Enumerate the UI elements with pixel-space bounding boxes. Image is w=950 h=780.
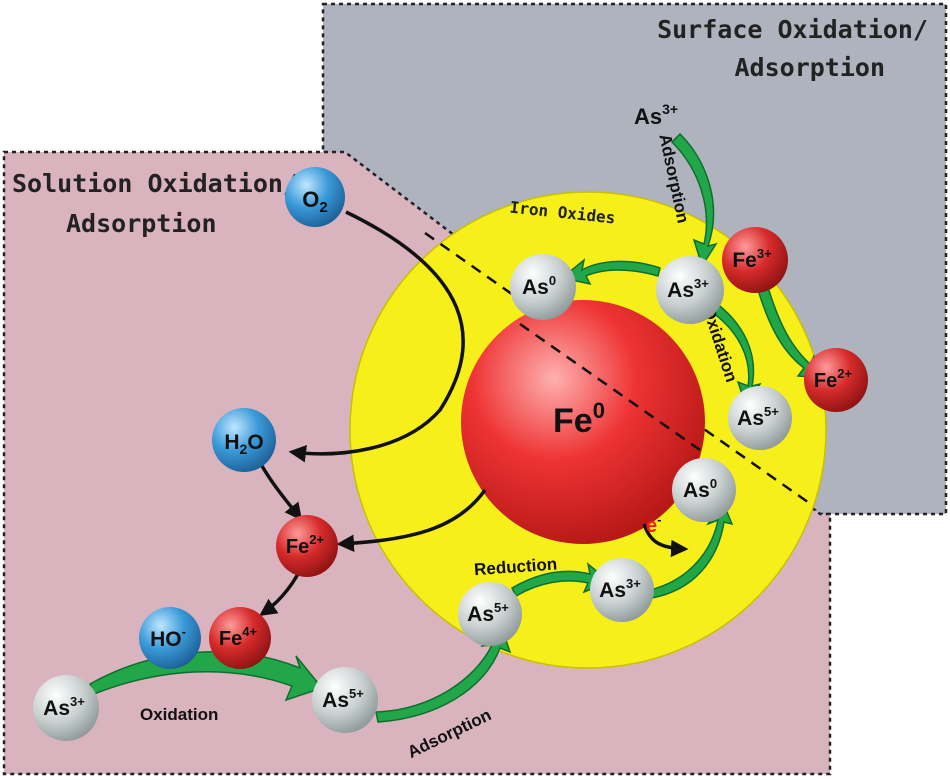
- svg-text:Fe2+: Fe2+: [286, 532, 325, 558]
- as3-solution-atom: As3+: [33, 675, 99, 741]
- svg-text:As0: As0: [522, 273, 556, 299]
- as5-surface-atom: As5+: [728, 386, 792, 450]
- h2o-atom: H2O: [212, 408, 276, 472]
- o2-to-h2o-arrow: [288, 210, 465, 463]
- as3-surface-atom: As3+: [656, 256, 724, 324]
- svg-text:HO-: HO-: [150, 624, 186, 651]
- svg-text:As3+: As3+: [667, 276, 709, 302]
- svg-text:As3+: As3+: [43, 694, 85, 720]
- solution-region-title-line2: Adsorption: [66, 209, 217, 238]
- surface-adsorption-arrow: [670, 132, 718, 268]
- as3-surface-top-atom: As3+: [634, 101, 678, 129]
- svg-text:As0: As0: [683, 476, 717, 502]
- fe2-surface-atom: Fe2+: [804, 348, 868, 412]
- svg-text:Fe3+: Fe3+: [732, 246, 772, 272]
- as3-reduced-atom: As3+: [590, 558, 654, 622]
- as0-surface-atom: As0: [510, 254, 576, 320]
- ho-atom: HO-: [139, 607, 201, 669]
- surface-region-title-line1: Surface Oxidation/: [657, 15, 928, 44]
- svg-text:O2: O2: [302, 187, 327, 216]
- solution-region-title-line1: Solution Oxidation/: [12, 169, 298, 198]
- h2o-to-fe2-arrow: [260, 465, 303, 521]
- svg-text:As5+: As5+: [737, 404, 779, 430]
- electron-transfer-arrow: [642, 523, 689, 558]
- svg-text:Fe4+: Fe4+: [219, 624, 258, 650]
- fe4-atom: Fe4+: [209, 607, 271, 669]
- o2-atom: O2: [285, 167, 345, 227]
- svg-text:As3+: As3+: [599, 576, 641, 602]
- fe3-surface-atom: Fe3+: [722, 227, 788, 293]
- electron-label: e-: [646, 512, 661, 537]
- svg-text:Fe2+: Fe2+: [814, 366, 853, 392]
- as0-reduced-atom: As0: [672, 458, 736, 522]
- svg-text:H2O: H2O: [224, 431, 263, 457]
- svg-text:As5+: As5+: [467, 600, 509, 626]
- core-to-fe2-arrow: [336, 488, 487, 553]
- oxidation-solution-label: Oxidation: [140, 705, 218, 724]
- surface-region-title-line2: Adsorption: [734, 53, 885, 82]
- fe2-solution-atom: Fe2+: [276, 515, 338, 577]
- svg-text:As3+: As3+: [634, 101, 678, 129]
- fe0-core: [461, 300, 705, 544]
- fe0-core-label: Fe0: [553, 398, 605, 440]
- as5-adsorbed-atom: As5+: [458, 582, 522, 646]
- as5-solution-atom: As5+: [312, 667, 378, 733]
- svg-text:As5+: As5+: [322, 686, 364, 712]
